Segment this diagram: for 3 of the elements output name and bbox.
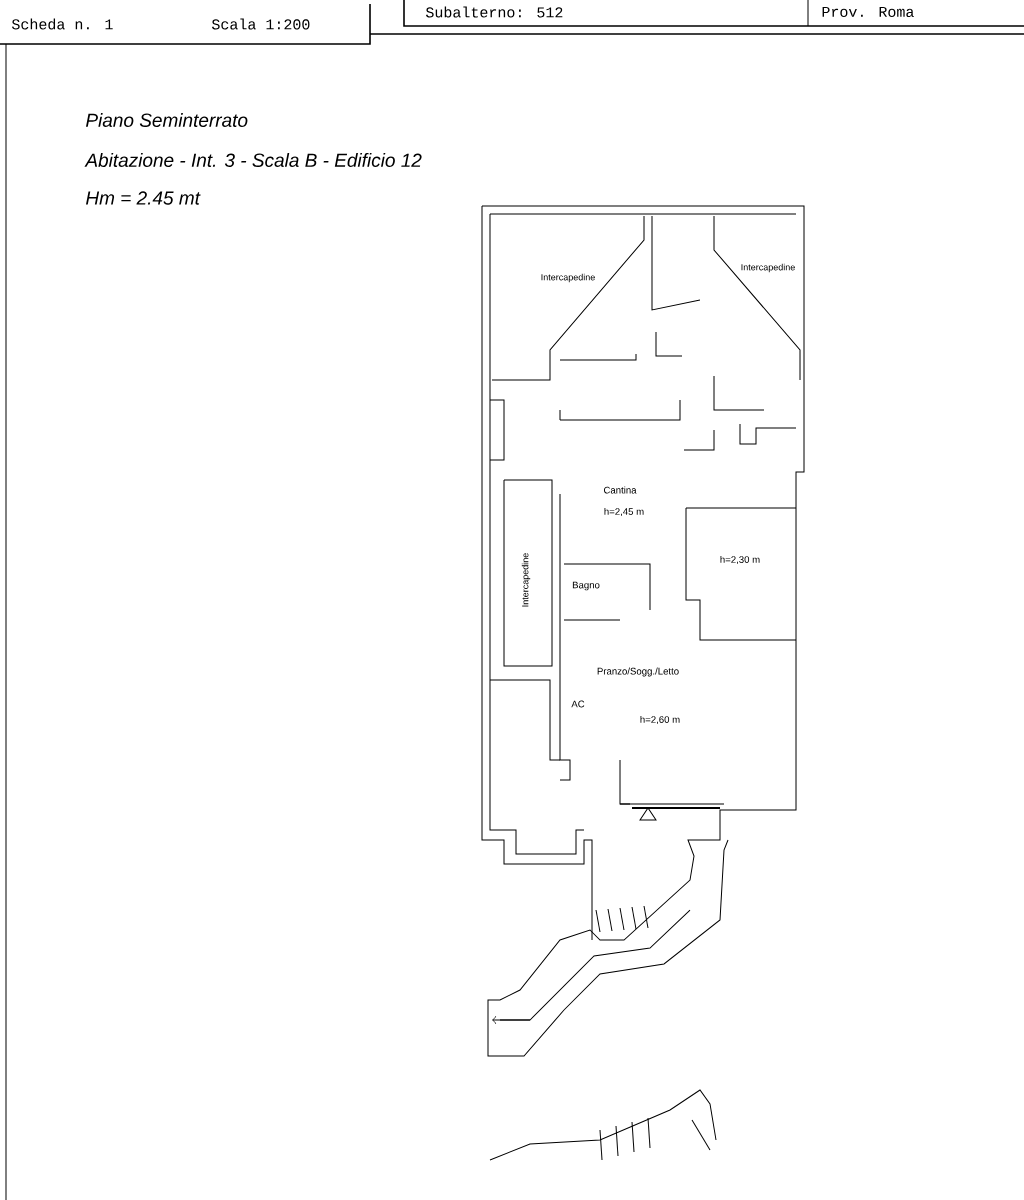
heading-text: Abitazione - Int. 3 - Scala B - Edificio 12: [84, 153, 422, 167]
heading-text: Hm = 2.45 mt: [86, 191, 201, 205]
heading-text: Piano Seminterrato: [86, 113, 248, 127]
